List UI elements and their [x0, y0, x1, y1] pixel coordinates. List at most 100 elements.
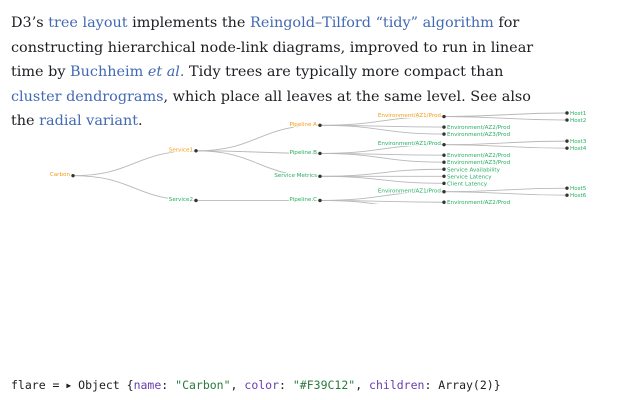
tidy-algorithm-link[interactable]: Reingold–Tilford “tidy” algorithm — [250, 15, 494, 31]
tree-node-label: Service Metrics — [274, 173, 317, 179]
tree-node-envB1: Environment/AZ1/Prod — [377, 140, 446, 148]
tree-node-service1: Service1 — [168, 146, 198, 154]
tree-node-label: Host4 — [570, 146, 587, 152]
tree-node-dot — [565, 146, 569, 150]
tree-node-envA2: Environment/AZ2/Prod — [442, 125, 511, 131]
tree-link — [443, 191, 568, 196]
intro-text: . — [138, 113, 143, 130]
console-comma: , — [230, 378, 245, 392]
cluster-dendrograms-link[interactable]: cluster dendrograms — [11, 88, 164, 105]
tree-node-hostB4: Host4 — [565, 146, 587, 152]
tree-node-dot — [565, 118, 569, 122]
tree-link — [443, 112, 568, 117]
console-variable-name: flare — [11, 378, 46, 392]
tree-link — [195, 124, 321, 152]
et-al-text: et al. — [147, 64, 185, 81]
console-key-color: color — [244, 378, 280, 392]
console-colon: : — [424, 378, 439, 392]
tree-link — [72, 150, 197, 177]
tree-link — [319, 152, 445, 163]
tree-node-carbon: Carbon — [49, 171, 75, 179]
tree-node-label: Pipeline B — [289, 150, 317, 156]
tree-links — [72, 112, 568, 204]
tree-node-label: Host3 — [570, 139, 587, 145]
console-value-color: "#F39C12" — [292, 378, 356, 392]
tree-link — [319, 124, 445, 135]
intro-paragraph: D3’s tree layout implements the Reingold… — [11, 11, 551, 134]
tree-layout-link[interactable]: tree layout — [48, 15, 128, 31]
tree-node-envA3: Environment/AZ3/Prod — [442, 132, 511, 138]
tree-node-label: Pipeline A — [290, 122, 318, 128]
intro-text: Tidy trees are typically more compact th… — [184, 64, 504, 81]
tree-link — [443, 144, 568, 149]
tree-node-label: Host2 — [570, 118, 586, 124]
tree-node-dot — [318, 123, 322, 128]
console-type: Object — [78, 378, 120, 392]
buchheim-link-text: Buchheim — [70, 64, 144, 81]
tree-node-dot — [194, 149, 198, 153]
console-brace-close: } — [493, 378, 501, 392]
tree-node-label: Environment/AZ2/Prod — [447, 125, 511, 131]
intro-text: D3’s — [11, 15, 49, 31]
tree-node-hostC6: Host6 — [565, 193, 587, 199]
tree-nodes: Host1Host2Environment/AZ1/ProdEnvironmen… — [49, 111, 587, 204]
console-key-name: name — [133, 378, 162, 392]
intro-text: , which place all leaves at the same lev… — [11, 88, 531, 130]
tree-node-label: Environment/AZ2/Prod — [447, 200, 511, 204]
tree-node-label: Carbon — [50, 172, 71, 178]
tree-link — [319, 168, 445, 177]
tree-link — [195, 150, 321, 177]
tree-node-dot — [565, 139, 569, 143]
tree-node-envC1: Environment/AZ1/Prod — [377, 187, 446, 195]
tree-node-dot — [442, 174, 446, 178]
tree-node-dot — [442, 142, 446, 147]
console-value-children: Array(2) — [438, 378, 494, 392]
tree-node-service2: Service2 — [168, 196, 198, 204]
tree-link — [319, 175, 445, 184]
tree-node-label: Host5 — [570, 186, 587, 192]
tree-node-label: Environment/AZ1/Prod — [378, 141, 442, 147]
tree-node-dot — [442, 181, 446, 186]
console-equals: = — [45, 378, 67, 392]
tree-node-dot — [442, 125, 446, 129]
radial-variant-link[interactable]: radial variant — [39, 113, 139, 130]
tree-node-label: Service Availability — [447, 167, 501, 173]
tree-node-dot — [565, 193, 569, 197]
tree-node-dot — [71, 173, 75, 178]
tree-node-label: Host1 — [570, 111, 587, 117]
tree-node-label: Environment/AZ3/Prod — [447, 160, 511, 166]
tree-node-label: Service Latency — [447, 174, 492, 180]
tree-node-envB3: Environment/AZ3/Prod — [442, 160, 511, 166]
tree-node-envB2: Environment/AZ2/Prod — [442, 153, 511, 159]
expand-caret-icon[interactable]: ▶ — [66, 381, 72, 390]
buchheim-link[interactable]: Buchheim et al. — [70, 64, 184, 80]
tree-link — [443, 187, 568, 193]
tree-node-label: Client Latency — [447, 181, 488, 187]
tree-node-label: Environment/AZ1/Prod — [378, 113, 442, 119]
tree-node-envC2: Environment/AZ2/Prod — [442, 200, 511, 204]
tree-node-dot — [565, 111, 569, 115]
console-output: flare = ▶ Object {name: "Carbon", color:… — [11, 378, 501, 392]
tree-node-dot — [565, 186, 569, 190]
intro-text: for constructing hierarchical node-link … — [11, 15, 534, 81]
console-comma: , — [355, 378, 370, 392]
tree-node-dot — [318, 198, 322, 203]
console-value-name: "Carbon" — [175, 378, 231, 392]
tree-node-dot — [442, 114, 446, 119]
tree-node-envA1: Environment/AZ1/Prod — [377, 112, 446, 120]
tree-node-serviceMetrics: Service Metrics — [273, 172, 322, 180]
intro-text: implements the — [127, 15, 250, 31]
tree-node-dot — [318, 151, 322, 156]
console-brace-open: { — [119, 378, 134, 392]
tree-node-dot — [194, 198, 198, 203]
tree-node-hostB3: Host3 — [565, 139, 587, 145]
console-colon: : — [161, 378, 176, 392]
tree-node-pipelineB: Pipeline B — [288, 149, 322, 157]
tree-link — [319, 200, 379, 204]
tree-node-pipelineA: Pipeline A — [289, 121, 322, 129]
tree-node-sm1: Service Availability — [442, 167, 501, 173]
tree-node-label: Service1 — [169, 147, 194, 153]
tree-node-hostC5: Host5 — [565, 186, 587, 192]
tree-link — [195, 150, 321, 154]
tree-node-pipelineC: Pipeline C — [288, 196, 322, 204]
